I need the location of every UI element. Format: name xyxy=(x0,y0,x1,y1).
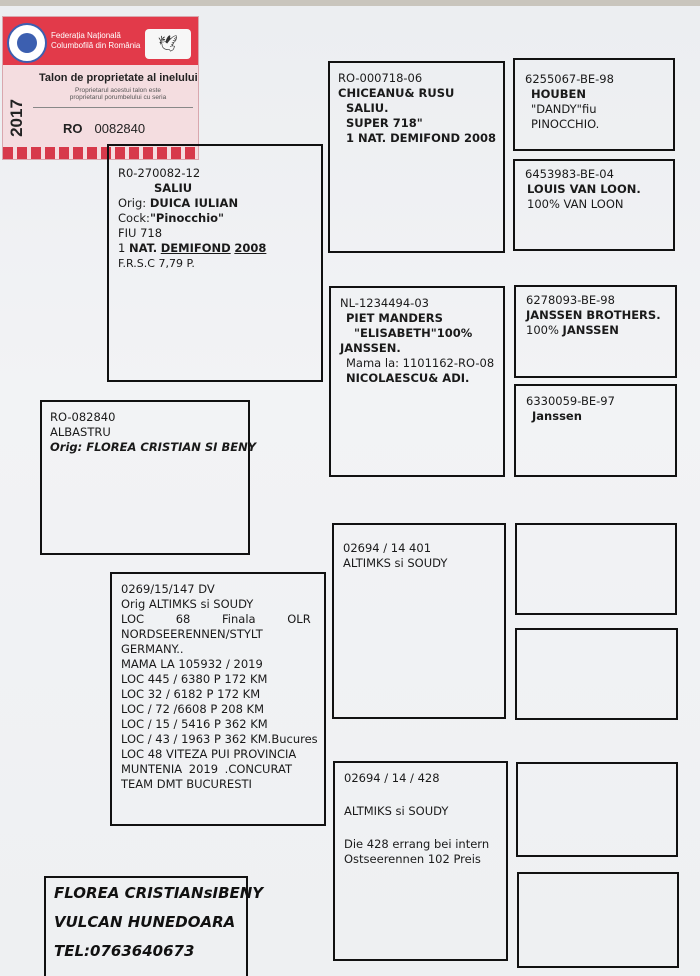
ring-certificate: Federația Națională Columbofilă din Româ… xyxy=(2,16,199,160)
dam-line-result-3: LOC / 72 /6608 P 208 KM xyxy=(121,702,265,716)
breeder-phone: TEL:0763640673 xyxy=(54,942,195,960)
sds-box: 6278093-BE-98 JANSSEN BROTHERS. 100% JAN… xyxy=(514,285,677,378)
sire-cock: Cock:"Pinocchio" xyxy=(118,211,225,225)
sss-name: "DANDY"fiu xyxy=(531,102,597,116)
sire-dam-mother-of: Mama la: 1101162-RO-08 xyxy=(346,356,495,370)
certificate-decorative-band xyxy=(3,147,198,159)
sire-color: SALIU xyxy=(154,181,193,195)
dam-line-province: MUNTENIA 2019 .CONCURAT xyxy=(121,762,292,776)
sss-breeder: HOUBEN xyxy=(531,87,586,101)
dam-line-origin: Orig ALTIMKS si SOUDY xyxy=(121,597,254,611)
pedigree-sheet xyxy=(0,6,700,976)
dam-dam-box: 02694 / 14 / 428 ALTMIKS si SOUDY Die 42… xyxy=(333,761,508,961)
sire-dam-ring: NL-1234494-03 xyxy=(340,296,429,310)
sire-ring: R0-270082-12 xyxy=(118,166,201,180)
federation-logo-icon xyxy=(7,23,47,63)
certificate-header: Federația Națională Columbofilă din Româ… xyxy=(3,17,198,65)
dam-sire-ring: 02694 / 14 401 xyxy=(343,541,432,555)
sds-ring: 6278093-BE-98 xyxy=(526,293,615,307)
dam-dam-note-2: Ostseerennen 102 Preis xyxy=(344,852,481,866)
certificate-subtitle: Proprietarul acestui talon este propriet… xyxy=(69,87,167,101)
dam-sire-box: 02694 / 14 401 ALTIMKS si SOUDY xyxy=(332,523,506,719)
ssd-ring: 6453983-BE-04 xyxy=(525,167,614,181)
dam-line-country: GERMANY.. xyxy=(121,642,184,656)
sss-box: 6255067-BE-98 HOUBEN "DANDY"fiu PINOCCHI… xyxy=(513,58,675,151)
pigeon-emblem-icon: 🕊 xyxy=(145,29,191,59)
sire-dam-box: NL-1234494-03 PIET MANDERS "ELISABETH"10… xyxy=(329,286,505,477)
sire-sire-ring: RO-000718-06 xyxy=(338,71,423,85)
subject-color: ALBASTRU xyxy=(50,425,111,439)
sire-sire-box: RO-000718-06 CHICEANU& RUSU SALIU. SUPER… xyxy=(328,61,505,253)
dam-line-mother: MAMA LA 105932 / 2019 xyxy=(121,657,263,671)
subject-ring: RO-082840 xyxy=(50,410,116,424)
sire-origin: Orig: DUICA IULIAN xyxy=(118,196,239,210)
dam-line-result-5: LOC / 43 / 1963 P 362 KM.Bucures xyxy=(121,732,318,746)
sire-box: R0-270082-12 SALIU Orig: DUICA IULIAN Co… xyxy=(107,144,323,382)
sss-note: PINOCCHIO. xyxy=(531,117,600,131)
dsd-empty-box xyxy=(515,628,678,720)
dam-sire-breeder: ALTIMKS si SOUDY xyxy=(343,556,448,570)
sire-dam-name: "ELISABETH"100% xyxy=(354,326,473,340)
dds-empty-box xyxy=(516,762,678,857)
dam-line-final: LOC 68 Finala OLR xyxy=(121,612,311,626)
dam-box: 0269/15/147 DV Orig ALTIMKS si SOUDY LOC… xyxy=(110,572,326,826)
sire-sire-breeder: CHICEANU& RUSU xyxy=(338,86,455,100)
sire-dam-strain: JANSSEN. xyxy=(340,341,401,355)
dam-line-team: TEAM DMT BUCURESTI xyxy=(121,777,252,791)
sire-coefficient: F.R.S.C 7,79 P. xyxy=(118,257,195,270)
sds-breeder: JANSSEN BROTHERS. xyxy=(526,308,661,322)
sss-ring: 6255067-BE-98 xyxy=(525,72,614,86)
certificate-title: Talon de proprietate al inelului xyxy=(39,72,198,84)
sdd-breeder: Janssen xyxy=(532,409,582,423)
dam-line-result-4: LOC / 15 / 5416 P 362 KM xyxy=(121,717,268,731)
dam-dam-breeder: ALTMIKS si SOUDY xyxy=(344,804,449,818)
dss-empty-box xyxy=(515,523,677,615)
sire-sire-award: 1 NAT. DEMIFOND 2008 xyxy=(346,131,497,145)
dam-ring: 0269/15/147 DV xyxy=(121,582,215,596)
federation-name: Federația Națională Columbofilă din Româ… xyxy=(51,31,141,50)
ssd-strain: 100% VAN LOON xyxy=(527,197,624,211)
sire-sire-color: SALIU. xyxy=(346,101,389,115)
sdd-ring: 6330059-BE-97 xyxy=(526,394,615,408)
breeder-name: FLOREA CRISTIANsIBENY xyxy=(54,884,264,902)
subject-pigeon-box: RO-082840 ALBASTRU Orig: FLOREA CRISTIAN… xyxy=(40,400,257,555)
ssd-box: 6453983-BE-04 LOUIS VAN LOON. 100% VAN L… xyxy=(513,159,675,251)
subject-origin: Orig: FLOREA CRISTIAN SI BENY xyxy=(50,440,257,454)
certificate-divider xyxy=(33,107,193,108)
sire-dam-owner: NICOLAESCU& ADI. xyxy=(346,371,470,385)
sdd-box: 6330059-BE-97 Janssen xyxy=(514,384,677,477)
dam-line-race: NORDSEERENNEN/STYLT xyxy=(121,627,263,641)
dam-dam-ring: 02694 / 14 / 428 xyxy=(344,771,440,785)
ssd-breeder: LOUIS VAN LOON. xyxy=(527,182,641,196)
dam-line-result-2: LOC 32 / 6182 P 172 KM xyxy=(121,687,261,701)
breeder-contact-box: FLOREA CRISTIANsIBENY VULCAN HUNEDOARA T… xyxy=(44,876,264,976)
ddd-empty-box xyxy=(517,872,679,968)
dam-dam-note-1: Die 428 errang bei intern xyxy=(344,837,490,851)
sire-sire-name: SUPER 718" xyxy=(346,116,423,130)
dam-line-result-1: LOC 445 / 6380 P 172 KM xyxy=(121,672,268,686)
sire-son-of: FIU 718 xyxy=(118,226,163,240)
certificate-year: 2017 xyxy=(7,99,27,137)
dam-line-speed: LOC 48 VITEZA PUI PROVINCIA xyxy=(121,747,297,761)
sire-dam-breeder: PIET MANDERS xyxy=(346,311,443,325)
breeder-location: VULCAN HUNEDOARA xyxy=(54,913,236,931)
sds-strain: 100% JANSSEN xyxy=(526,323,619,337)
sire-award: 1 NAT. DEMIFOND 2008 xyxy=(118,241,267,255)
